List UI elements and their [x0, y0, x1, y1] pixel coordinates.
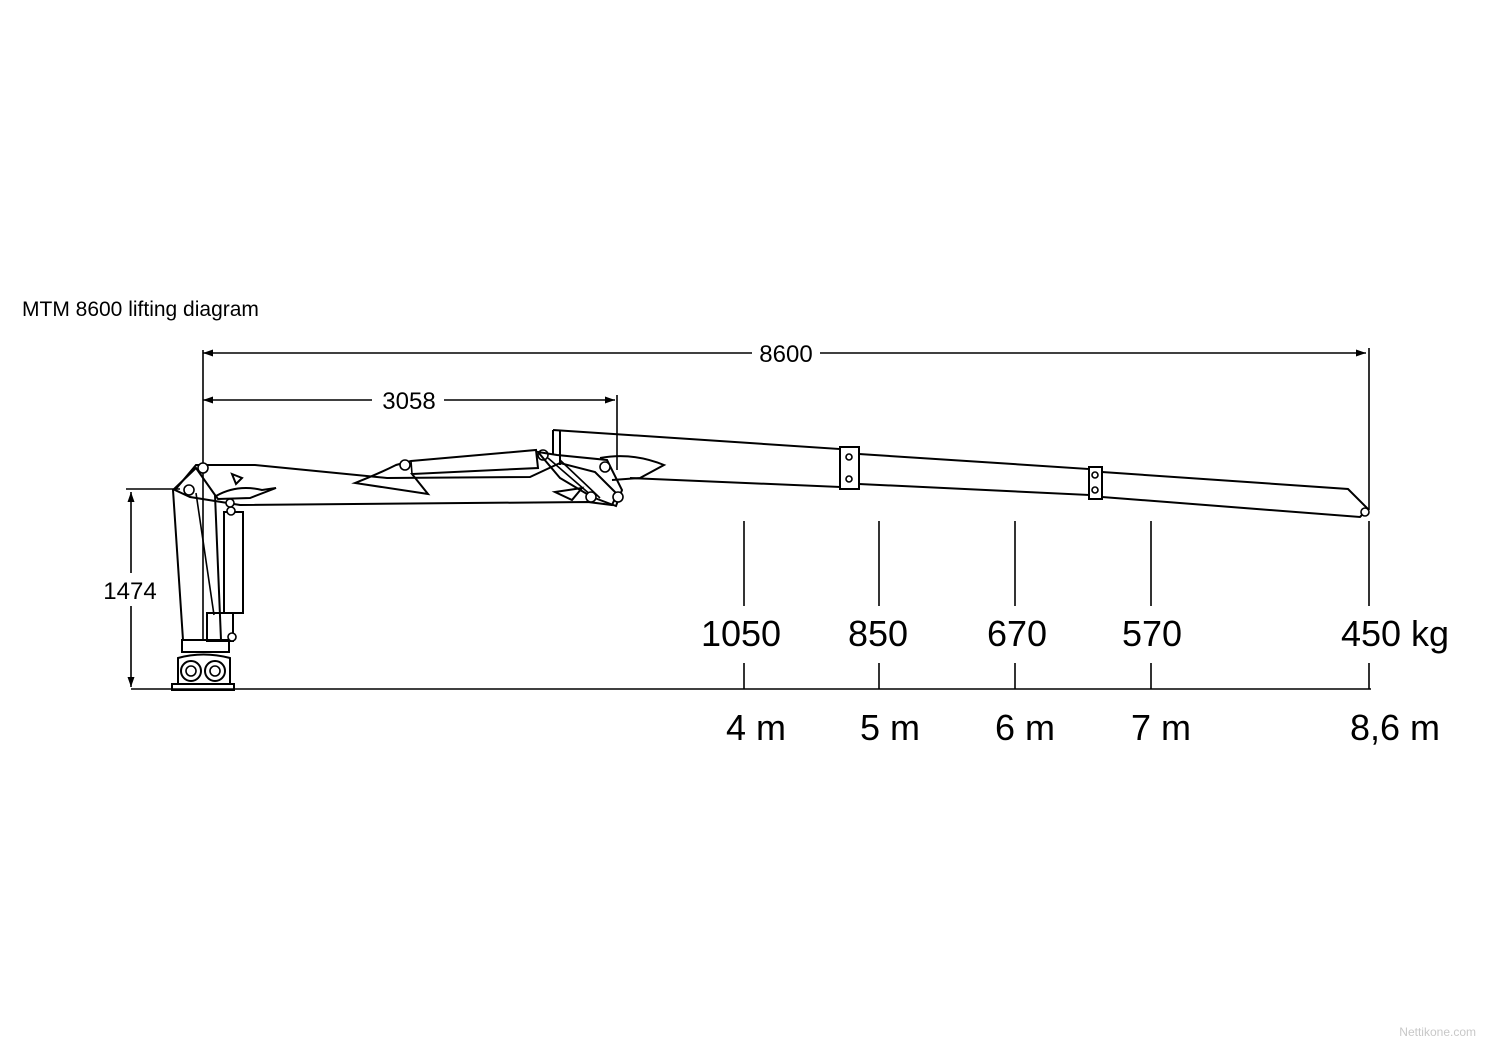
first-boom: [173, 448, 619, 508]
load-markers: [743, 521, 1370, 689]
load-value-6m: 670: [987, 613, 1047, 654]
crane-base: [171, 639, 235, 691]
distance-label-4m: 4 m: [726, 707, 786, 748]
first-boom-dimension: 3058: [203, 388, 618, 470]
distance-label-5m: 5 m: [860, 707, 920, 748]
first-boom-dimension-label: 3058: [382, 388, 435, 415]
diagram-title: MTM 8600 lifting diagram: [22, 298, 259, 321]
load-value-7m: 570: [1122, 613, 1182, 654]
height-dimension-label: 1474: [103, 578, 156, 605]
distance-label-7m: 7 m: [1131, 707, 1191, 748]
load-value-4m: 1050: [701, 613, 781, 654]
height-dimension: 1474: [103, 488, 180, 687]
load-value-8-6m: 450 kg: [1341, 613, 1449, 654]
reach-dimension-label: 8600: [759, 341, 812, 368]
distance-label-6m: 6 m: [995, 707, 1055, 748]
second-boom: [552, 429, 1370, 519]
crane-column: [171, 466, 244, 642]
distance-label-8-6m: 8,6 m: [1350, 707, 1440, 748]
knuckle-linkage: [535, 430, 667, 508]
reach-dimension: 8600: [203, 341, 1370, 510]
watermark: Nettikone.com: [1399, 1025, 1476, 1039]
load-value-5m: 850: [848, 613, 908, 654]
